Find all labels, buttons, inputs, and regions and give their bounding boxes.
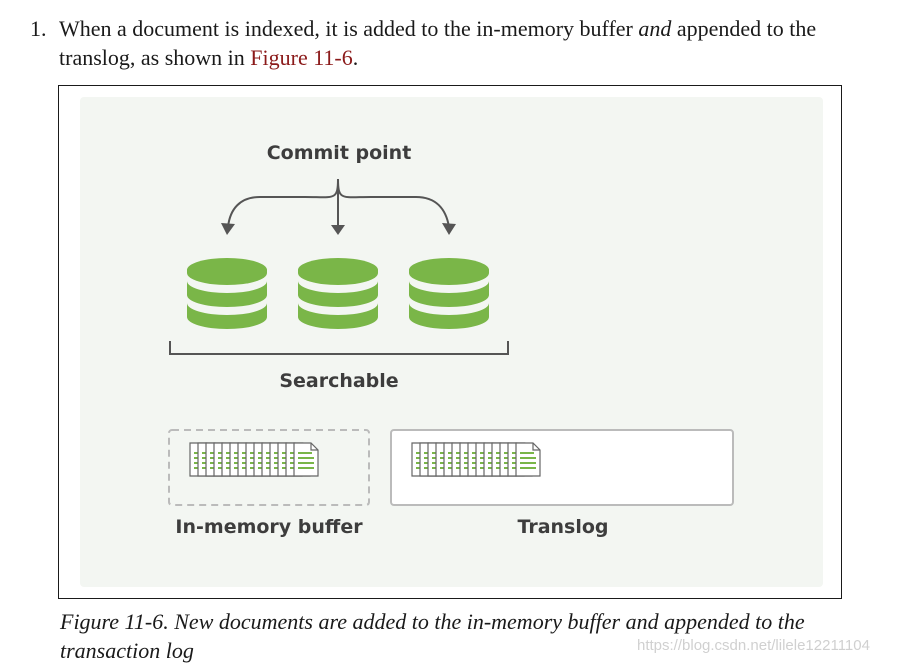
diagram-graphic bbox=[168, 178, 734, 506]
searchable-label: Searchable bbox=[279, 370, 399, 392]
figure-frame: Commit point Searchable In-memory buffer… bbox=[58, 85, 842, 599]
buffer-label: In-memory buffer bbox=[175, 516, 363, 538]
figure-caption: Figure 11-6. New documents are added to … bbox=[60, 609, 805, 663]
figure-link[interactable]: Figure 11-6 bbox=[250, 45, 353, 70]
translog-label: Translog bbox=[517, 516, 609, 538]
database-icon bbox=[298, 258, 378, 329]
arrow-heads bbox=[221, 223, 456, 235]
paragraph-text-middle: appended to the translog, as shown in bbox=[59, 16, 817, 70]
database-icon bbox=[187, 258, 267, 329]
commit-arrows bbox=[227, 178, 450, 228]
document-icon bbox=[412, 443, 540, 476]
watermark: https://blog.csdn.net/lilele12211104 bbox=[637, 637, 870, 654]
diagram-panel: Commit point Searchable In-memory buffer… bbox=[80, 97, 823, 587]
buffer-box bbox=[168, 429, 370, 506]
paragraph-text-start: When a document is indexed, it is added … bbox=[59, 16, 639, 41]
searchable-bracket bbox=[169, 341, 509, 355]
paragraph-text: When a document is indexed, it is added … bbox=[59, 14, 889, 72]
list-number: 1. bbox=[30, 16, 47, 41]
document-icon bbox=[190, 443, 318, 476]
commit-point-label: Commit point bbox=[266, 142, 412, 164]
paragraph-text-end: . bbox=[352, 45, 359, 70]
emphasis-and: and bbox=[638, 16, 672, 41]
database-icon bbox=[409, 258, 489, 329]
